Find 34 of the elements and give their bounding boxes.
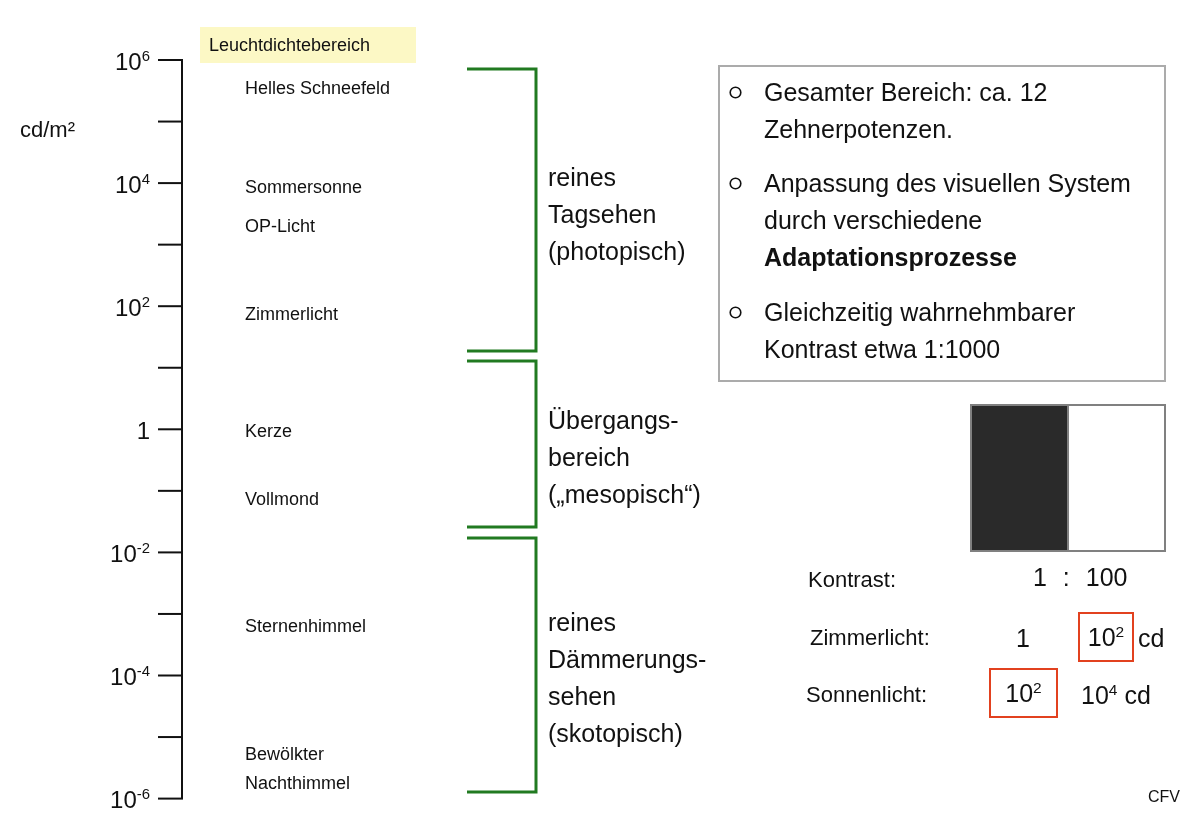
scale-item-label: Sternenhimmel [245, 614, 367, 638]
tick-label: 10$^{-2}$ [110, 539, 150, 569]
scale-item-label: Kerze [245, 419, 293, 443]
scale-item-label: Vollmond [245, 487, 320, 511]
tick-label: 10$^{6}$ [115, 47, 150, 77]
bullet-text: Gleichzeitig wahrnehmbarer Kontrast etwa 1:1000 [764, 296, 1077, 365]
range-label: reines Tagsehen (photopisch) [548, 161, 686, 267]
bullet-text: Anpassung des visuellen System durch verschiedene Adaptationsprozesse [764, 167, 1132, 273]
value-text: 1 [1016, 622, 1030, 654]
value-text: 10$^{4}$ cd [1081, 679, 1151, 711]
unit-text: cd [1138, 622, 1165, 654]
range-label: Übergangs- bereich („mesopisch“) [548, 404, 701, 510]
scale-item-label: Sommersonne [245, 175, 363, 199]
highlighted-heading: Leuchtdichtebereich [200, 27, 416, 63]
highlighted-value: 10$^{2}$ [1078, 612, 1134, 662]
bullet-text: Gesamter Bereich: ca. 12 Zehnerpotenzen. [764, 76, 1049, 145]
scale-item-label: Bewölkter Nachthimmel [245, 742, 350, 795]
ratio-text: 1 : 100 [1033, 561, 1128, 593]
scale-item-label: OP-Licht [245, 214, 316, 238]
row-label: Zimmerlicht: [810, 624, 930, 652]
tick-label: 10$^{4}$ [115, 170, 150, 200]
info-panel [718, 65, 1166, 382]
scale-item-label: Helles Schneefeld [245, 76, 391, 100]
range-label: reines Dämmerungs- sehen (skotopisch) [548, 606, 707, 749]
row-label: Kontrast: [808, 566, 897, 594]
row-label: Sonnenlicht: [806, 681, 928, 709]
tick-label: 1 [136, 416, 150, 446]
unit-label: cd/m² [20, 116, 75, 144]
tick-label: 10$^{2}$ [115, 293, 150, 323]
highlighted-value: 10$^{2}$ [989, 668, 1058, 718]
tick-label: 10$^{-6}$ [110, 785, 150, 815]
scale-item-label: Zimmerlicht [245, 302, 338, 326]
credit-text: CFV [1148, 787, 1180, 807]
tick-label: 10$^{-4}$ [110, 662, 150, 692]
